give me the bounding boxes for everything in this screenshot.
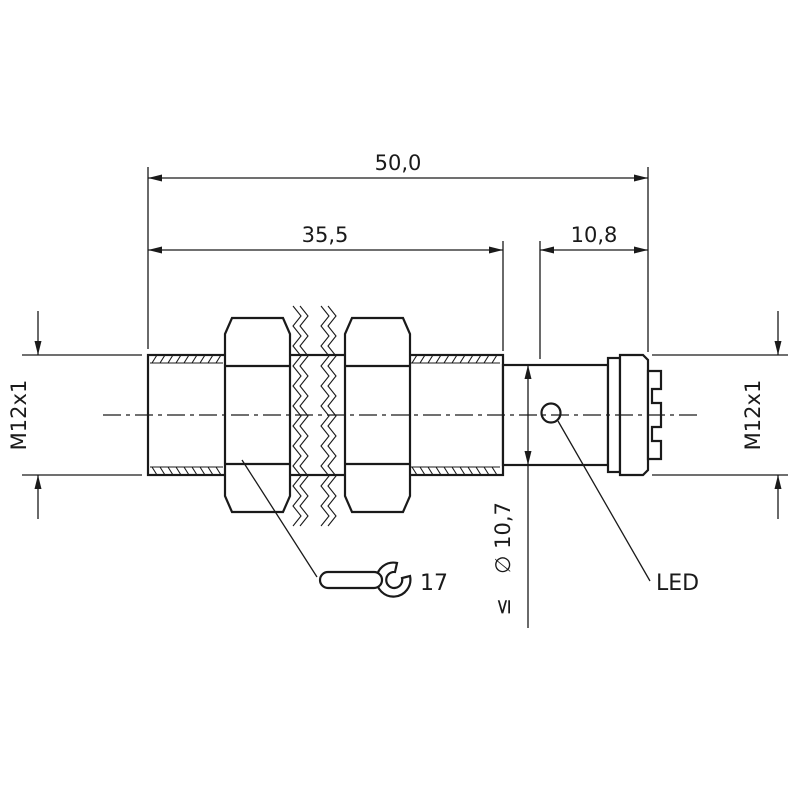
lock-washer-edge: [292, 305, 302, 527]
lock-washer-edge: [299, 305, 309, 527]
arrowhead-right: [634, 246, 648, 254]
wrench-handle: [318, 570, 384, 590]
arrowhead-down: [774, 341, 782, 355]
dimension-connector-length: 10,8: [539, 223, 648, 359]
wrench-size-label: 17: [420, 571, 448, 596]
connector-body: [618, 353, 650, 477]
arrowhead-left: [148, 174, 162, 182]
dimension-thread-right: M12x1: [652, 311, 788, 519]
dimension-diameter: ∅ 10,7 ≤: [491, 365, 532, 628]
dim-label-overall: 50,0: [375, 151, 422, 175]
leader-line: [557, 420, 651, 582]
led-label: LED: [656, 571, 699, 596]
dim-label-thread-right: M12x1: [741, 380, 765, 451]
arrowhead-up: [524, 365, 532, 379]
led-indicator: [540, 402, 562, 424]
lock-washer-edge: [327, 305, 337, 527]
arrowhead-left: [540, 246, 554, 254]
arrowhead-down: [34, 341, 42, 355]
sensor-body: [103, 305, 697, 527]
dim-label-thread-length: 35,5: [302, 223, 349, 247]
leader-line: [241, 459, 318, 578]
arrowhead-right: [634, 174, 648, 182]
lock-washers: [292, 305, 337, 527]
led-callout: LED: [557, 420, 699, 596]
arrowhead-left: [148, 246, 162, 254]
dim-label-thread-left: M12x1: [7, 380, 31, 451]
wrench-icon: [318, 561, 412, 598]
arrowhead-right: [489, 246, 503, 254]
wrench-callout: 17: [241, 459, 448, 598]
dim-label-diameter: ∅ 10,7: [491, 502, 515, 574]
hex-nut-2: [343, 316, 412, 514]
dimension-thread-length: 35,5: [148, 223, 504, 351]
dim-label-connector-length: 10,8: [571, 223, 618, 247]
arrowhead-up: [34, 475, 42, 489]
dimension-overall-length: 50,0: [147, 151, 649, 352]
thread-hatch-left-bottom: [151, 466, 222, 476]
arrowhead-up: [774, 475, 782, 489]
thread-hatch-mid-top: [411, 354, 498, 364]
thread-hatch-mid-bottom: [411, 466, 498, 476]
dim-label-diameter-condition: ≤: [491, 598, 515, 616]
thread-hatch-left-top: [151, 354, 222, 364]
arrowhead-down: [524, 451, 532, 465]
dimension-thread-left: M12x1: [7, 311, 142, 519]
lock-washer-edge: [320, 305, 330, 527]
